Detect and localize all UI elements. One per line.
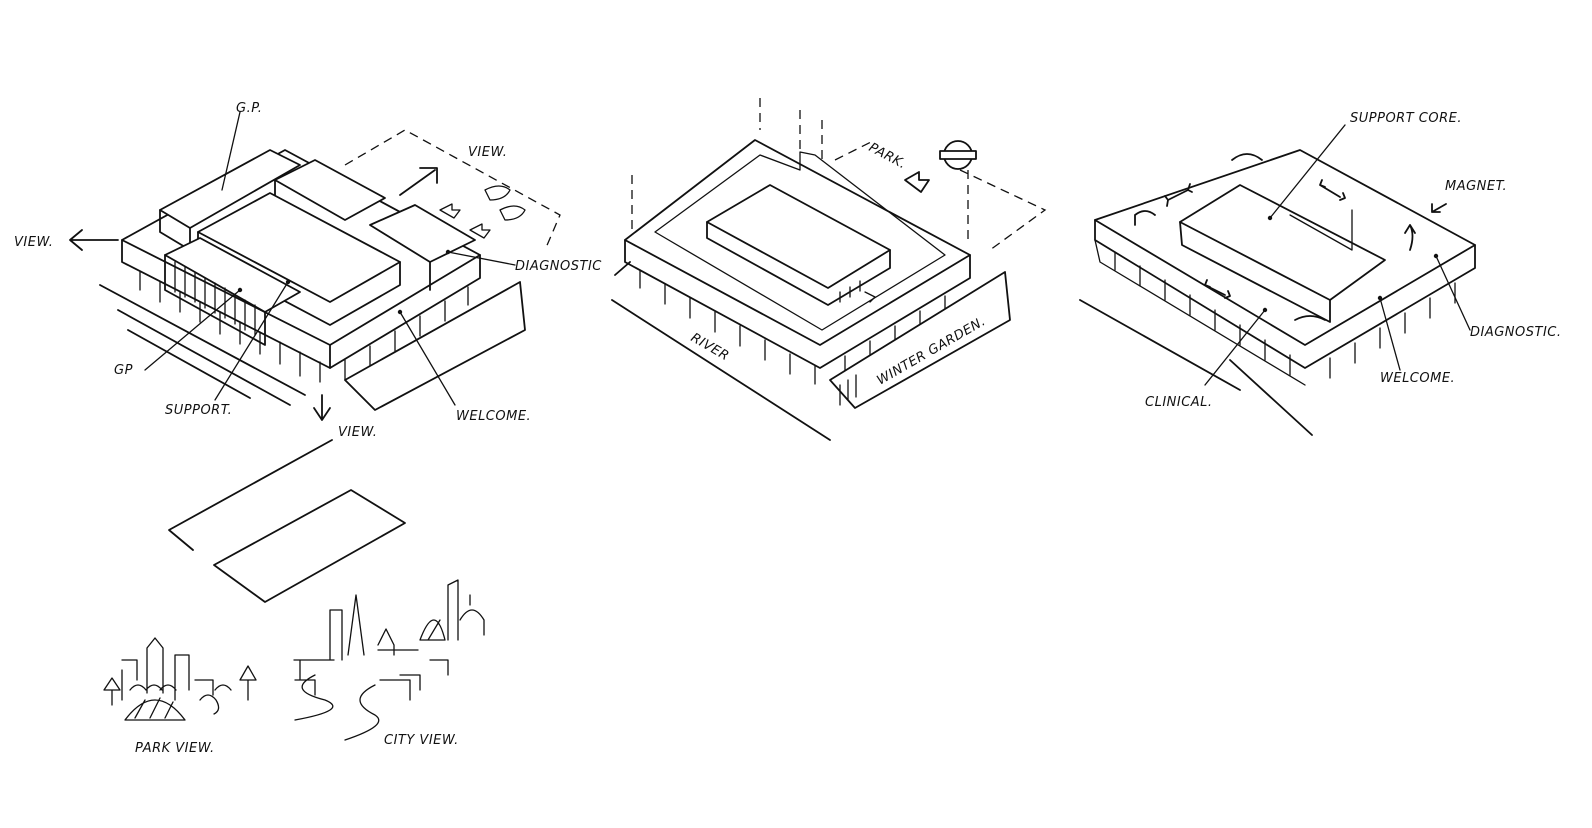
city-view-vignette	[293, 579, 485, 741]
gp-wing	[164, 237, 301, 313]
park-arrow-icon	[904, 171, 930, 193]
diagnostic-block	[369, 204, 476, 263]
label-welcome: WELCOME.	[456, 409, 531, 424]
view-arrow-down	[313, 394, 331, 421]
sketch-3-massing	[1079, 124, 1476, 436]
site-plots	[168, 439, 406, 603]
view-arrow-left	[69, 229, 119, 251]
label-gp-bottom: GP	[114, 363, 133, 378]
label-diagnostic-3: DIAGNOSTIC.	[1470, 325, 1562, 340]
label-view-left: VIEW.	[14, 235, 53, 250]
site-boundary	[344, 129, 561, 251]
site-boundary-2	[631, 98, 1047, 251]
river-lines	[99, 284, 306, 406]
label-city-view: CITY VIEW.	[384, 733, 459, 748]
label-diagnostic: DIAGNOSTIC	[515, 259, 602, 274]
label-park: PARK.	[866, 140, 909, 172]
label-welcome-3: WELCOME.	[1380, 371, 1455, 386]
people-arrows-icon	[439, 185, 526, 239]
label-view-top: VIEW.	[468, 145, 507, 160]
label-river: RIVER	[688, 330, 731, 364]
roof-parapet	[654, 151, 946, 331]
label-gp-top: G.P.	[236, 101, 262, 116]
label-park-view: PARK VIEW.	[135, 741, 215, 756]
support-core-block	[1179, 184, 1386, 301]
view-arrow-up	[399, 167, 438, 196]
winter-garden	[829, 271, 1011, 409]
label-support: SUPPORT.	[165, 403, 232, 418]
gp-block	[159, 149, 301, 229]
label-view-bottom: VIEW.	[338, 425, 377, 440]
upper-block	[274, 159, 386, 221]
columns	[139, 271, 469, 383]
sketch-1-massing	[69, 111, 561, 421]
columns-2	[639, 269, 946, 385]
columns-3	[1114, 251, 1456, 379]
label-magnet: MAGNET.	[1445, 179, 1507, 194]
label-clinical: CLINICAL.	[1145, 395, 1213, 410]
sketch-2-massing	[611, 98, 1047, 441]
underground-roundel-icon	[939, 140, 977, 170]
park-view-vignette	[103, 637, 257, 721]
circulation-arrows	[1134, 153, 1447, 321]
welcome-wedge	[344, 281, 526, 411]
label-support-core: SUPPORT CORE.	[1350, 111, 1462, 126]
river-line	[611, 261, 831, 441]
